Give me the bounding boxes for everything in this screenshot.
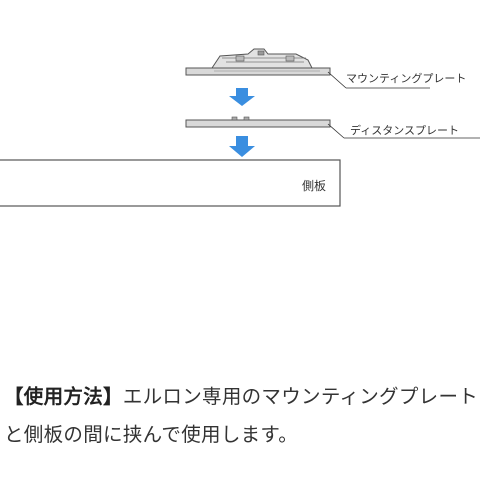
usage-caption: 【使用方法】エルロン専用のマウンティングプレートと側板の間に挟んで使用します。	[4, 378, 496, 454]
side-panel	[0, 159, 341, 207]
side-panel-label: 側板	[302, 179, 326, 193]
distance-plate-leader	[327, 123, 345, 139]
mounting-plate-leader	[327, 71, 347, 89]
distance-plate-label: ディスタンスプレート	[350, 123, 459, 137]
usage-tag: 【使用方法】	[4, 385, 123, 408]
mounting-plate-label: マウンティングプレート	[346, 71, 466, 85]
mounting-plate	[185, 48, 331, 76]
usage-text: エルロン専用のマウンティングプレートと側板の間に挟んで使用します。	[4, 385, 479, 446]
usage-diagram: マウンティングプレート ディスタンスプレート 側板	[0, 48, 480, 207]
down-arrow-icon	[229, 136, 255, 157]
distance-plate	[185, 116, 331, 128]
down-arrow-icon	[229, 88, 255, 106]
